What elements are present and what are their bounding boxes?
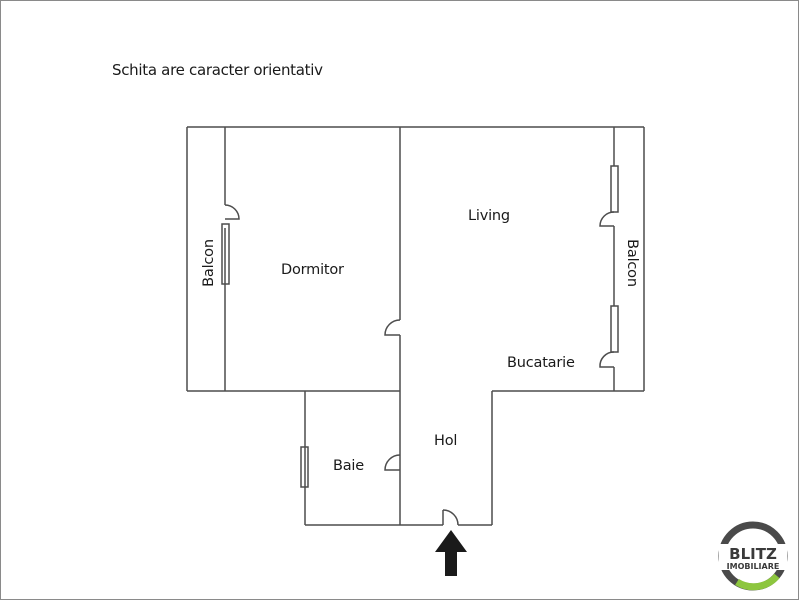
logo-text-imobiliare: IMOBILIARE <box>727 562 780 571</box>
arrow-up-icon <box>435 530 467 576</box>
room-label-hol: Hol <box>434 433 458 449</box>
room-label-living: Living <box>468 208 510 224</box>
room-label-balcon-left: Balcon <box>200 239 217 287</box>
room-label-dormitor: Dormitor <box>281 262 344 278</box>
logo-text-blitz: BLITZ <box>729 545 777 563</box>
room-label-bucatarie: Bucatarie <box>507 355 575 371</box>
blitz-logo: BLITZ IMOBILIARE <box>718 521 788 591</box>
room-label-baie: Baie <box>333 458 364 474</box>
disclaimer-note: Schita are caracter orientativ <box>112 61 323 79</box>
room-label-balcon-right: Balcon <box>623 239 640 287</box>
